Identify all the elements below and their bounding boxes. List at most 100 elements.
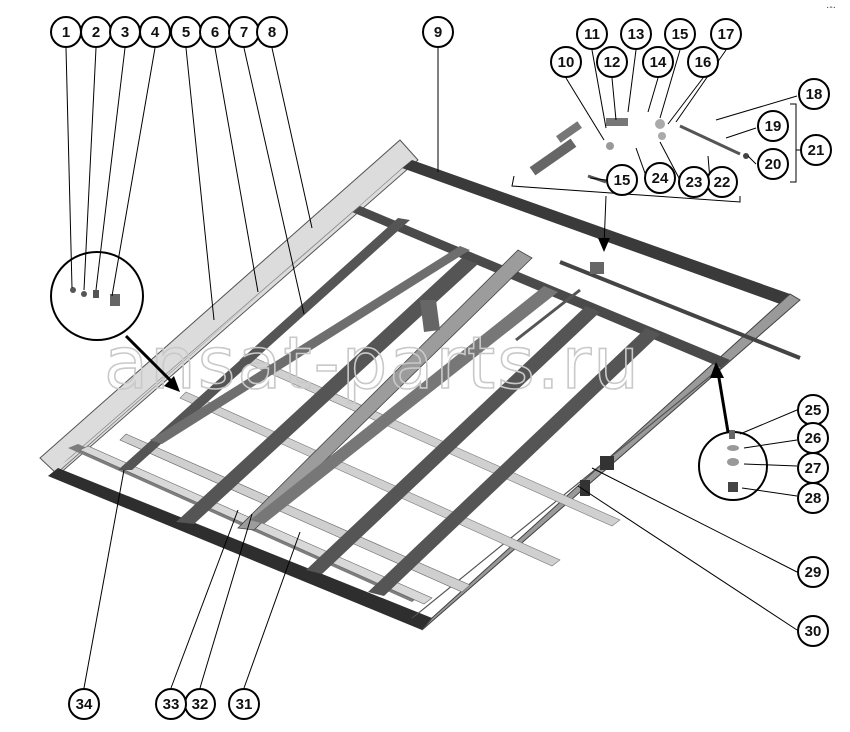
part-washer-a xyxy=(606,142,614,150)
callout-circle xyxy=(68,688,100,720)
callout-label: 9 xyxy=(434,24,442,41)
callout-c21: 21 xyxy=(800,134,832,166)
callout-circle xyxy=(757,110,789,142)
cross-beam-4 xyxy=(250,286,558,524)
callout-c8: 8 xyxy=(256,16,288,48)
fastener-26 xyxy=(727,445,739,451)
inner-top-rail xyxy=(352,206,730,368)
callout-c2: 2 xyxy=(80,16,112,48)
callout-circle xyxy=(797,615,829,647)
front-rail xyxy=(48,468,432,630)
cross-beam-6 xyxy=(368,328,660,596)
callout-label: 8 xyxy=(268,24,276,41)
arrow-top-head xyxy=(598,238,610,252)
callout-label: 32 xyxy=(192,696,209,713)
drive-shaft xyxy=(559,260,801,360)
callout-c22: 22 xyxy=(706,166,738,198)
linkage-parts xyxy=(529,118,749,184)
callout-circle xyxy=(644,162,676,194)
fastener-27 xyxy=(727,458,739,466)
callout-c16: 16 xyxy=(687,46,719,78)
callout-c32: 32 xyxy=(184,688,216,720)
callout-c17: 17 xyxy=(710,18,742,50)
callout-circle xyxy=(155,688,187,720)
part-nut xyxy=(743,153,749,159)
callout-c18: 18 xyxy=(798,78,830,110)
callout-circle xyxy=(710,18,742,50)
cross-beam-3 xyxy=(237,249,533,531)
watermark-text: ansat-parts.ru xyxy=(104,321,641,405)
cross-beam-2 xyxy=(176,258,478,524)
callout-label: 25 xyxy=(805,402,822,419)
fastener-1 xyxy=(70,287,76,293)
callout-label: 27 xyxy=(805,460,822,477)
callout-c4: 4 xyxy=(139,16,171,48)
frame-assembly xyxy=(39,139,801,631)
callout-c31: 31 xyxy=(228,688,260,720)
callout-label: 16 xyxy=(695,54,712,71)
callout-c14: 14 xyxy=(642,46,674,78)
callout-label: 7 xyxy=(240,24,248,41)
callout-label: 28 xyxy=(805,490,822,507)
callout-circle xyxy=(228,688,260,720)
arrow-left-head xyxy=(164,376,180,392)
callout-circle xyxy=(606,164,638,196)
callout-c1: 1 xyxy=(50,16,82,48)
arrow-right-line xyxy=(716,371,730,433)
bracket-2 xyxy=(600,456,614,470)
pointer-arrows xyxy=(124,238,730,433)
bracket-3 xyxy=(580,480,590,496)
callout-c12: 12 xyxy=(596,46,628,78)
callout-circle xyxy=(800,134,832,166)
callout-c25: 25 xyxy=(797,394,829,426)
callout-c24: 24 xyxy=(644,162,676,194)
callout-label: 31 xyxy=(236,696,253,713)
callout-c19: 19 xyxy=(757,110,789,142)
callout-c33: 33 xyxy=(155,688,187,720)
fastener-2 xyxy=(81,291,87,297)
callout-label: 1 xyxy=(62,24,70,41)
fastener-28 xyxy=(728,482,738,492)
callout-circle xyxy=(256,16,288,48)
cross-beam-8 xyxy=(150,246,470,444)
callout-c15a: 15 xyxy=(664,18,696,50)
callout-c29: 29 xyxy=(797,556,829,588)
fastener-3 xyxy=(93,290,99,298)
linkage-rod xyxy=(515,288,581,342)
fastener-inset-right xyxy=(698,430,768,501)
inset-circle-left xyxy=(50,251,144,341)
callout-label: 12 xyxy=(604,54,621,71)
part-plate-a xyxy=(529,138,577,176)
callout-label: 29 xyxy=(805,564,822,581)
callout-label: 10 xyxy=(558,54,575,71)
part-lever xyxy=(606,118,628,126)
callout-c5: 5 xyxy=(170,16,202,48)
cross-beam-1 xyxy=(118,218,410,470)
rear-panel xyxy=(39,139,419,476)
part-washer-c xyxy=(658,132,666,140)
callout-circle xyxy=(687,46,719,78)
callout-circle xyxy=(596,46,628,78)
callout-c9: 9 xyxy=(422,16,454,48)
callout-label: 33 xyxy=(163,696,180,713)
callout-c20: 20 xyxy=(757,148,789,180)
callout-c28: 28 xyxy=(797,482,829,514)
fastener-25 xyxy=(729,430,735,439)
callout-label: 4 xyxy=(151,24,160,41)
callout-label: 20 xyxy=(765,156,782,173)
callout-c13: 13 xyxy=(620,18,652,50)
callout-c26: 26 xyxy=(797,422,829,454)
bracket xyxy=(590,262,604,274)
callout-label: 5 xyxy=(182,24,190,41)
callout-label: 18 xyxy=(806,86,823,103)
callout-circle xyxy=(797,482,829,514)
callout-label: 11 xyxy=(584,26,600,43)
callout-c30: 30 xyxy=(797,615,829,647)
callout-circle xyxy=(620,18,652,50)
callout-label: 26 xyxy=(805,430,822,447)
callout-c10: 10 xyxy=(550,46,582,78)
top-rail xyxy=(402,160,790,304)
callout-label: 30 xyxy=(805,623,822,640)
